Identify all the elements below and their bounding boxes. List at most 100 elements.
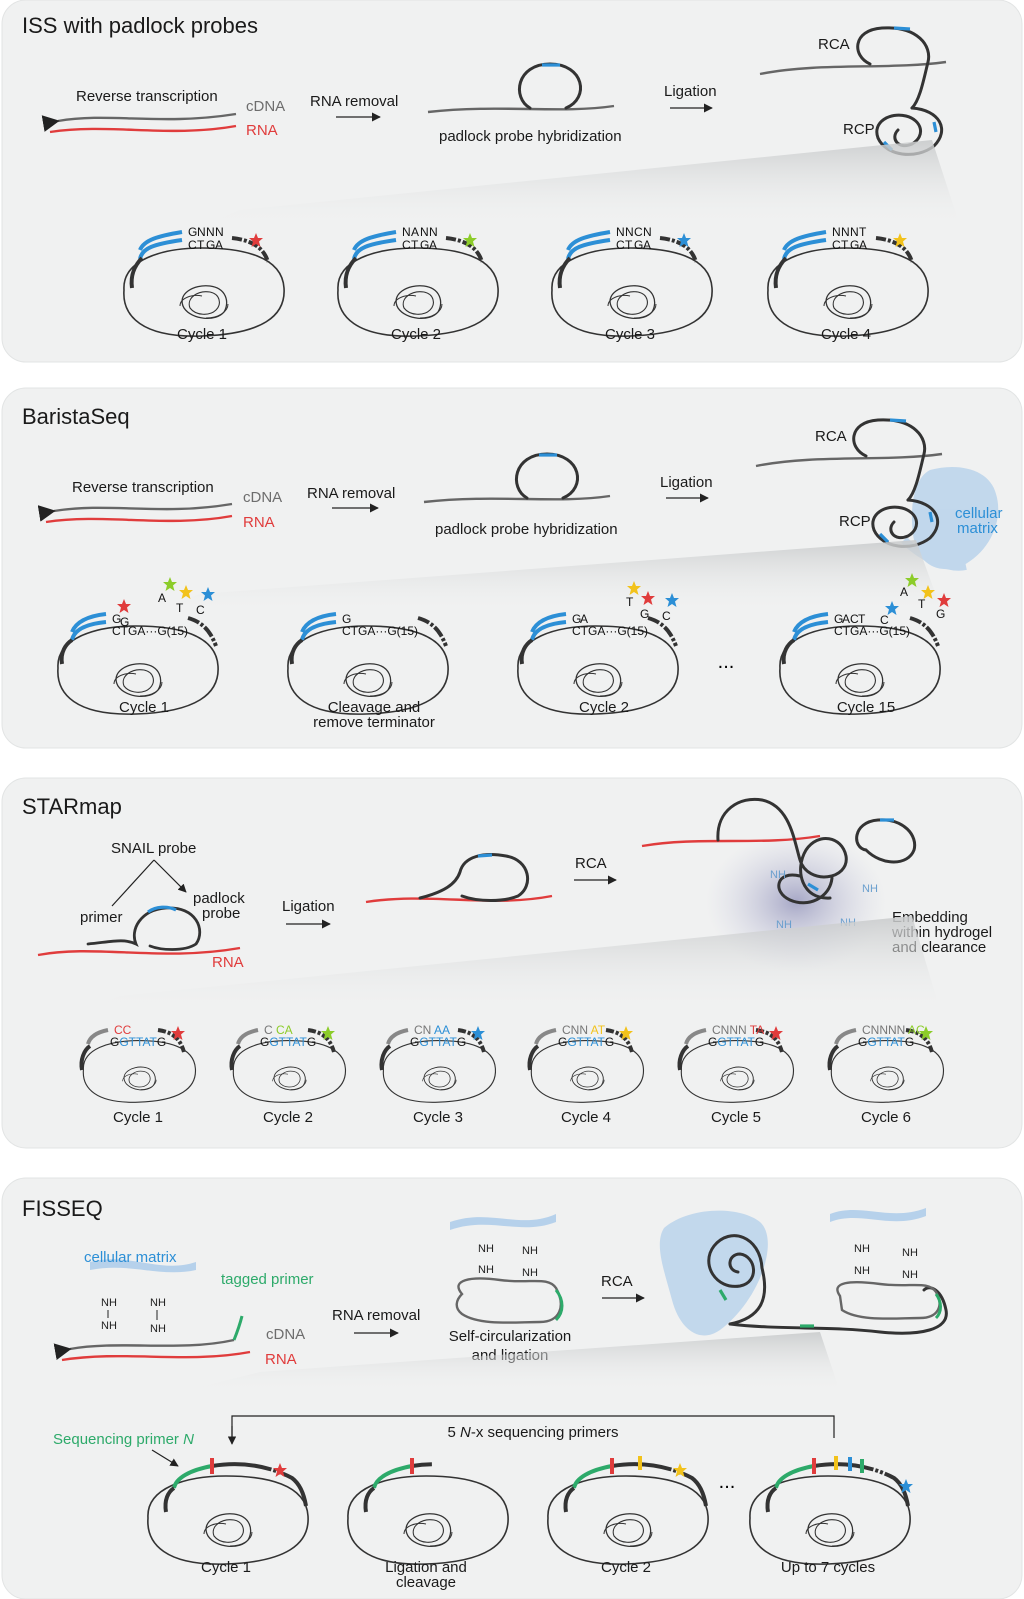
barista-read-base: G <box>572 612 581 626</box>
fisseq-nh-mid: NH NH NH NH <box>478 1243 538 1279</box>
iss-bottom-base: A <box>643 238 651 252</box>
starmap-rcp-padlock <box>855 818 917 864</box>
starmap-core-seq: GGTTATG <box>110 1035 166 1049</box>
iss-rcp: RCP <box>843 121 875 138</box>
iss-zoom-shade <box>200 140 960 226</box>
starmap-cycle-label: Cycle 3 <box>413 1109 463 1126</box>
starmap-cycle-label: Cycle 5 <box>711 1109 761 1126</box>
svg-text:NH: NH <box>101 1297 117 1309</box>
starmap-read-seq: CN AA <box>414 1023 450 1037</box>
iss-cycle-label: Cycle 1 <box>177 326 227 343</box>
iss-top-base: N <box>625 225 634 239</box>
barista-rca-loop <box>852 418 927 502</box>
fisseq-seq-primer-label: Sequencing primer N <box>53 1431 194 1448</box>
iss-top-base: N <box>832 225 841 239</box>
barista-floating-base: A <box>900 585 908 599</box>
iss-top-base: N <box>206 225 215 239</box>
iss-bottom-base: C <box>616 238 625 252</box>
barista-floating-base: G <box>936 607 945 621</box>
svg-text:NH: NH <box>522 1267 538 1279</box>
iss-ligation: Ligation <box>664 83 717 100</box>
iss-bottom-base: T <box>197 238 205 252</box>
starmap-rna-label: RNA <box>212 954 244 971</box>
iss-top-base: T <box>859 225 867 239</box>
starmap-core-seq: GGTTATG <box>708 1035 764 1049</box>
iss-title: ISS with padlock probes <box>22 13 258 38</box>
barista-cellular-label-1: cellular <box>955 505 1003 522</box>
iss-bottom-base: C <box>832 238 841 252</box>
barista-rcp: RCP <box>839 513 871 530</box>
svg-text:NH: NH <box>101 1320 117 1332</box>
fisseq-matrix-right <box>659 1210 768 1336</box>
panel-baristaseq: BaristaSeq Reverse transcription cDNA RN… <box>1 387 1023 749</box>
iss-rna-strand <box>49 124 237 134</box>
starmap-padlock-2: probe <box>202 905 240 922</box>
starmap-ligated-rna <box>365 894 553 904</box>
barista-rna-strand <box>45 514 233 524</box>
iss-rna-label: RNA <box>246 122 278 139</box>
starmap-cycle-label: Cycle 4 <box>561 1109 611 1126</box>
fisseq-cellular-matrix: cellular matrix <box>84 1249 177 1266</box>
fisseq-cycle-3: Cycle 2 <box>547 1456 709 1576</box>
barista-floating-base: T <box>626 595 634 609</box>
barista-floating-base: T <box>176 601 184 615</box>
barista-hyb-cdna <box>423 494 611 504</box>
barista-ellipsis: ... <box>718 651 735 673</box>
barista-cycle-label: Cycle 15 <box>837 699 895 716</box>
fisseq-rna-removal: RNA removal <box>332 1307 420 1324</box>
barista-read-base: G <box>112 612 121 626</box>
iss-top-base: C <box>634 225 643 239</box>
fisseq-nh-right: NH NH NH NH <box>854 1243 918 1281</box>
svg-text:NH: NH <box>862 883 878 895</box>
fisseq-cycle-1: Cycle 1 <box>147 1458 309 1576</box>
fisseq-nh-left: NH NH NH NH <box>101 1297 166 1335</box>
barista-core-seq: CTGA···G(15) <box>572 624 648 638</box>
fisseq-circle <box>455 1277 562 1324</box>
iss-top-base: N <box>643 225 652 239</box>
barista-rna-label: RNA <box>243 514 275 531</box>
iss-bottom-base: G <box>634 238 643 252</box>
starmap-zoom-shade <box>80 916 940 1010</box>
iss-cycle-label: Cycle 3 <box>605 326 655 343</box>
svg-text:NH: NH <box>478 1264 494 1276</box>
svg-text:NH: NH <box>150 1297 166 1309</box>
barista-core-seq: CTGA···G(15) <box>834 624 910 638</box>
barista-core-seq: CTGA···G(15) <box>112 624 188 638</box>
fisseq-zoom-shade <box>180 1332 840 1392</box>
barista-reverse-transcription: Reverse transcription <box>72 479 214 496</box>
iss-bottom-base: C <box>188 238 197 252</box>
fisseq-self-circ-1: Self-circularization <box>449 1328 572 1345</box>
barista-floating-base: A <box>158 591 166 605</box>
iss-bottom-base: C <box>402 238 411 252</box>
barista-floating-base: C <box>662 609 671 623</box>
fisseq-tagged-primer: tagged primer <box>221 1271 314 1288</box>
barista-hybridization: padlock probe hybridization <box>435 521 618 538</box>
starmap-core-seq: GGTTATG <box>410 1035 466 1049</box>
iss-bottom-base: T <box>625 238 633 252</box>
starmap-rcp-loop <box>716 797 848 900</box>
fisseq-cycle-label: cleavage <box>396 1574 456 1591</box>
barista-rna-removal: RNA removal <box>307 485 395 502</box>
starmap-read-seq: C CA <box>264 1023 293 1037</box>
starmap-title: STARmap <box>22 794 122 819</box>
barista-floating-base: G <box>640 607 649 621</box>
svg-text:NH: NH <box>150 1323 166 1335</box>
barista-floating-base: C <box>880 613 889 627</box>
iss-reverse-transcription: Reverse transcription <box>76 88 218 105</box>
iss-hybridization: padlock probe hybridization <box>439 128 622 145</box>
starmap-rcp-rna <box>641 834 821 848</box>
svg-text:NH: NH <box>854 1243 870 1255</box>
panel-iss: ISS with padlock probes Reverse transcri… <box>1 0 1023 363</box>
starmap-read-seq: CNNN TA <box>712 1023 764 1037</box>
barista-floating-base: T <box>918 597 926 611</box>
fisseq-cdna-label: cDNA <box>266 1326 305 1343</box>
fisseq-matrix-top <box>90 1259 196 1273</box>
